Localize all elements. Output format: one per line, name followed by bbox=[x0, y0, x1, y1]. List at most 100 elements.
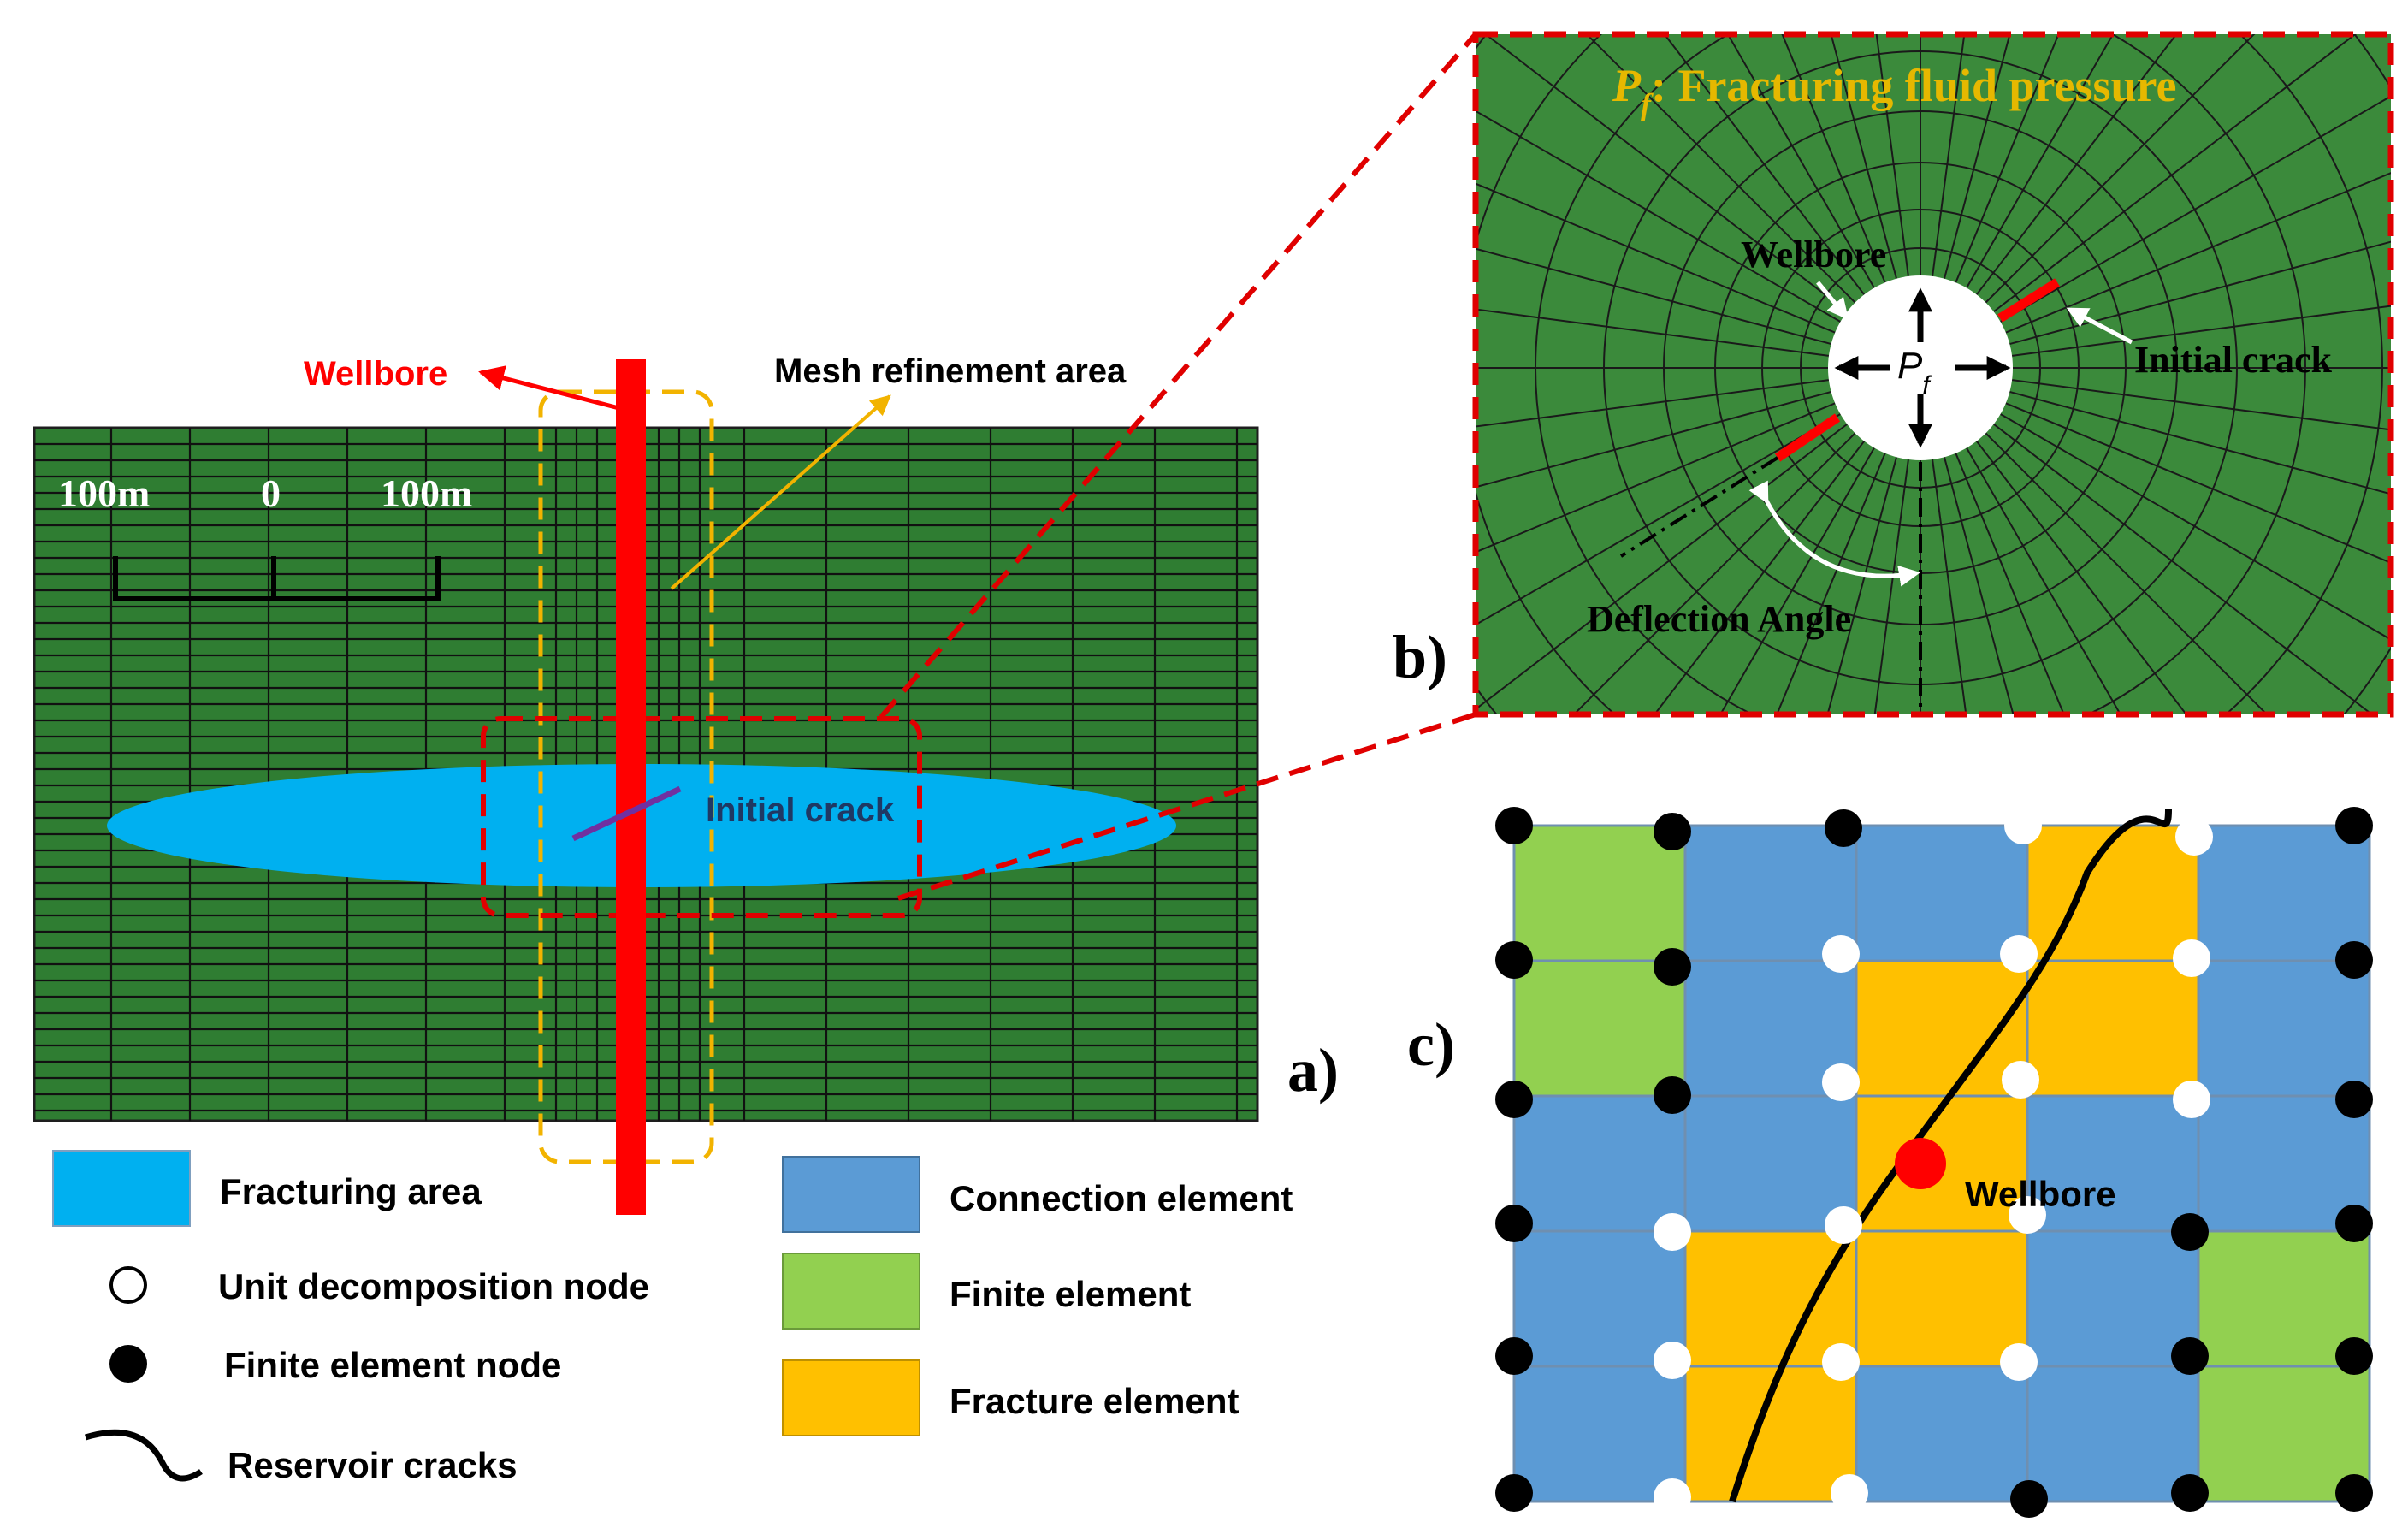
svg-text:Unit decomposition node: Unit decomposition node bbox=[218, 1266, 649, 1306]
polar-spoke bbox=[2005, 172, 2391, 334]
unit-decomposition-node bbox=[1654, 1342, 1691, 1379]
finite-element-node bbox=[1654, 948, 1691, 986]
polar-spoke bbox=[1975, 441, 2188, 714]
polar-spoke bbox=[1476, 413, 1841, 626]
finite-element-node bbox=[1654, 813, 1691, 850]
svg-text:Connection element: Connection element bbox=[950, 1178, 1293, 1218]
connection-element-cell bbox=[1683, 1094, 1858, 1233]
svg-text:Finite element: Finite element bbox=[950, 1274, 1191, 1314]
zoom-connector-top bbox=[879, 33, 1478, 719]
connection-element-cell bbox=[2197, 959, 2371, 1098]
finite-element-node bbox=[2335, 941, 2373, 979]
finite-element-node bbox=[1495, 1337, 1533, 1375]
unit-decomposition-node bbox=[2173, 939, 2210, 977]
polar-spoke bbox=[1830, 34, 1898, 279]
connection-element-cell bbox=[2026, 1094, 2200, 1233]
unit-decomposition-node bbox=[2009, 1196, 2046, 1234]
initial-crack-segment-sw bbox=[1774, 413, 1841, 462]
scale-center-label: 0 bbox=[261, 471, 281, 515]
polar-spoke bbox=[2011, 379, 2391, 431]
panel-c: Wellbore c) bbox=[1407, 807, 2373, 1518]
polar-spoke bbox=[1985, 432, 2269, 714]
legend-item-unit-decomposition-node: Unit decomposition node bbox=[109, 1266, 649, 1306]
finite-element-node bbox=[2171, 1474, 2209, 1512]
unit-decomposition-node bbox=[2175, 818, 2213, 856]
unit-decomposition-node bbox=[2173, 1081, 2210, 1118]
connection-element-cell bbox=[1855, 1365, 2029, 1503]
polar-spoke bbox=[2000, 413, 2391, 641]
zoom-wellbore-arrow bbox=[1816, 281, 1849, 320]
panel-a-label: a) bbox=[1287, 1036, 1339, 1105]
panel-b-label: b) bbox=[1393, 623, 1447, 691]
mesh-refinement-label: Mesh refinement area bbox=[774, 352, 1127, 390]
polar-spoke bbox=[1826, 457, 1898, 714]
legend-item-fracturing-area: Fracturing area bbox=[52, 1150, 482, 1227]
zoom-initial-crack-arrow bbox=[2066, 307, 2133, 345]
fracture-element-cell bbox=[1855, 1229, 2029, 1368]
finite-element-cell bbox=[2197, 1365, 2371, 1503]
svg-text:Fracturing area: Fracturing area bbox=[220, 1171, 482, 1211]
element-grid bbox=[1512, 824, 2371, 1503]
finite-element-node bbox=[1495, 807, 1533, 844]
connection-element-cell bbox=[2026, 1229, 2200, 1368]
connection-element-cell bbox=[2197, 824, 2371, 962]
polar-spoke bbox=[1966, 34, 2115, 288]
polar-spoke bbox=[1476, 308, 1830, 357]
polar-spoke bbox=[1476, 182, 1836, 334]
svg-text:Reservoir cracks: Reservoir cracks bbox=[228, 1445, 518, 1485]
polar-spoke bbox=[1993, 34, 2357, 313]
connection-element-cell bbox=[1512, 1229, 1687, 1368]
zoom-initial-crack-label: Initial crack bbox=[2134, 339, 2333, 381]
polar-spoke bbox=[1781, 34, 1886, 283]
scale-right-label: 100m bbox=[381, 471, 472, 515]
deflection-angle-arrow bbox=[1748, 480, 1920, 587]
scale-bar bbox=[113, 556, 441, 601]
polar-spoke bbox=[2011, 305, 2391, 357]
polar-spoke bbox=[2000, 95, 2391, 323]
unit-decomposition-node bbox=[1822, 935, 1860, 973]
pressure-symbol: Pf bbox=[1897, 345, 1932, 400]
polar-spoke bbox=[2005, 402, 2391, 564]
polar-spoke bbox=[2009, 240, 2391, 346]
element-nodes bbox=[1495, 807, 2373, 1518]
wellbore-arrow bbox=[478, 365, 630, 413]
zoom-wellbore-label: Wellbore bbox=[1741, 234, 1886, 275]
initial-crack-label: Initial crack bbox=[706, 791, 895, 829]
unit-decomposition-node bbox=[1831, 1474, 1868, 1512]
wellbore bbox=[616, 359, 646, 1215]
polar-spoke bbox=[1993, 423, 2374, 714]
polar-spoke bbox=[1943, 457, 2015, 714]
wellbore-circle bbox=[1828, 275, 2013, 460]
polar-spoke bbox=[1873, 459, 1909, 714]
polar-spoke bbox=[2009, 390, 2391, 495]
svg-text:Fracture element: Fracture element bbox=[950, 1381, 1239, 1421]
panel-c-label: c) bbox=[1407, 1010, 1455, 1079]
legend: Fracturing area Unit decomposition node … bbox=[52, 1150, 1293, 1485]
polar-spoke bbox=[1476, 247, 1831, 346]
unit-decomposition-node bbox=[1654, 1478, 1691, 1516]
zoom-frame bbox=[1472, 31, 2394, 718]
mesh-refinement-box bbox=[538, 389, 714, 1164]
panel-b: Pf Pf: Fracturing fluid pressure Wellbor… bbox=[1393, 31, 2394, 718]
finite-element-node bbox=[1825, 809, 1862, 847]
deflection-angle-label: Deflection Angle bbox=[1587, 598, 1851, 640]
connection-element-cell bbox=[1683, 824, 1858, 962]
unit-decomposition-node bbox=[1825, 1206, 1862, 1244]
panel-c-wellbore-label: Wellbore bbox=[1965, 1174, 2116, 1214]
initial-crack bbox=[571, 785, 682, 842]
polar-spoke bbox=[1476, 402, 1836, 554]
finite-element-node bbox=[1495, 1205, 1533, 1242]
reservoir-crack-curve bbox=[1729, 808, 2172, 1503]
wellbore-point bbox=[1895, 1138, 1946, 1189]
polar-spoke bbox=[1726, 34, 1875, 288]
legend-item-finite-element: Finite element bbox=[782, 1253, 1191, 1330]
finite-element-node bbox=[2335, 1474, 2373, 1512]
unit-decomposition-node bbox=[1654, 1213, 1691, 1251]
finite-element-node bbox=[1495, 941, 1533, 979]
legend-item-reservoir-cracks: Reservoir cracks bbox=[84, 1429, 518, 1485]
unit-decomposition-node bbox=[1822, 1343, 1860, 1381]
polar-spoke bbox=[1966, 447, 2121, 714]
finite-element-node bbox=[2335, 1081, 2373, 1118]
polar-spoke bbox=[1476, 110, 1841, 323]
unit-decomposition-node bbox=[2000, 1343, 2038, 1381]
